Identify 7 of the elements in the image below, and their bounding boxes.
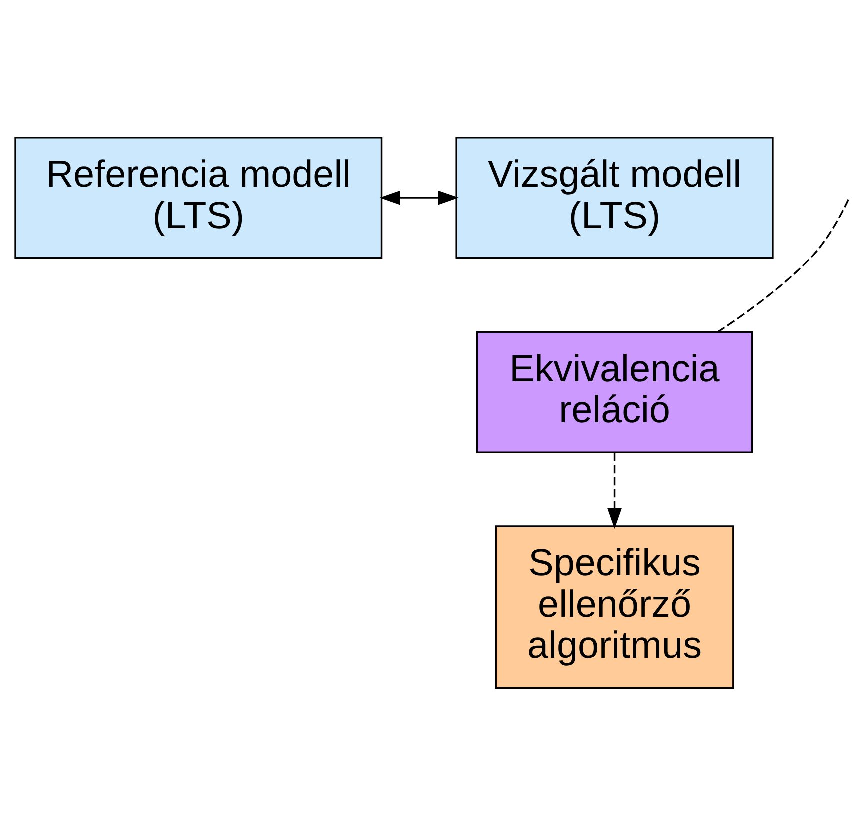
node-box: Ekvivalencia reláció <box>476 330 754 453</box>
node-box: Referencia modell (LTS) <box>14 136 383 259</box>
node-box: Specifikus ellenőrző algoritmus <box>495 525 734 688</box>
arrow <box>380 190 459 205</box>
node-box: Vizsgált modell (LTS) <box>456 136 774 259</box>
arrow <box>608 452 622 529</box>
connector <box>717 199 850 332</box>
